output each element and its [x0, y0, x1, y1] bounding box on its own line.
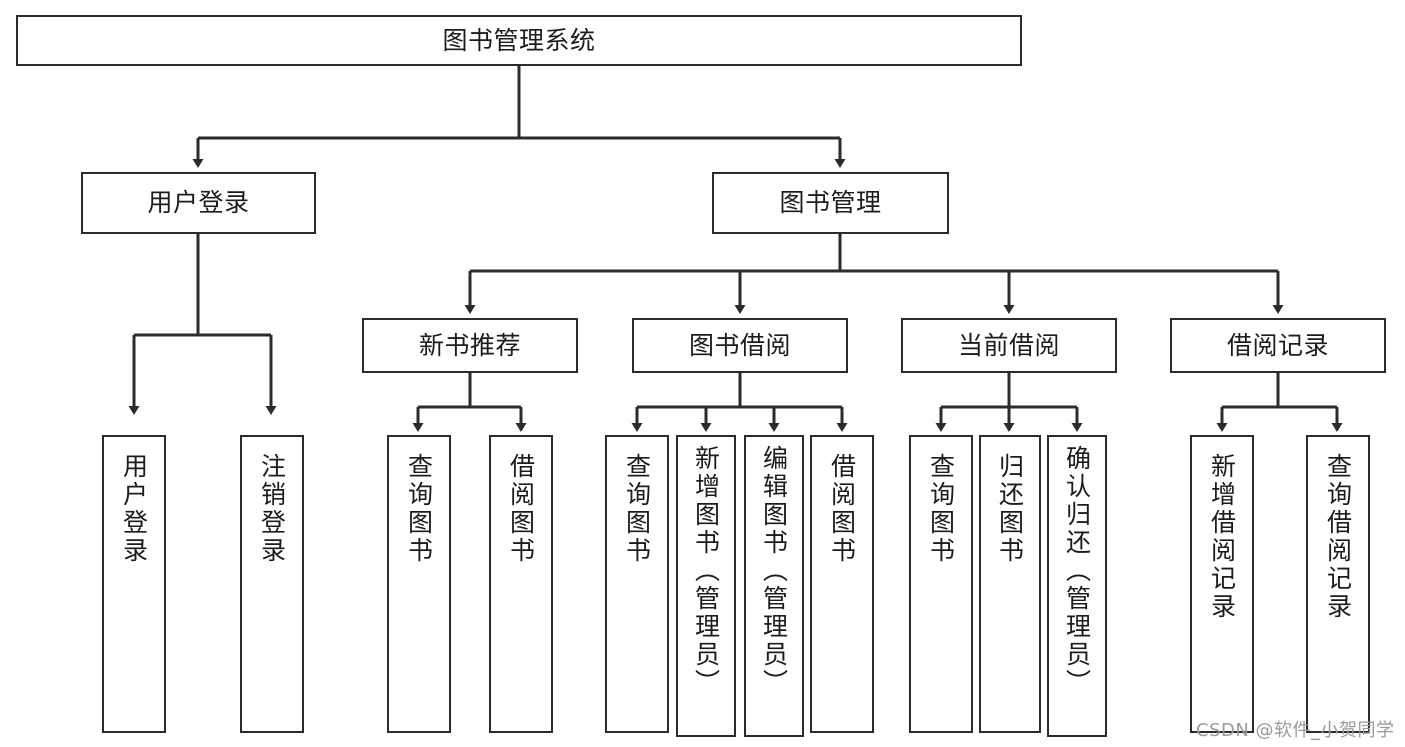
node-label: 借阅图书: [827, 453, 857, 565]
node-leaf-add-book[interactable]: 新增图书（管理员）: [676, 435, 736, 737]
node-leaf-confirm-return[interactable]: 确认归还（管理员）: [1047, 435, 1107, 737]
node-leaf-query-borrow-record[interactable]: 查询借阅记录: [1306, 435, 1370, 733]
node-label: 新书推荐: [418, 330, 521, 360]
node-label: 新增借阅记录: [1207, 453, 1237, 621]
node-leaf-query-book-borrow[interactable]: 查询图书: [605, 435, 669, 733]
node-leaf-borrow-book[interactable]: 借阅图书: [810, 435, 874, 733]
node-label: 查询图书: [404, 453, 434, 565]
node-current-borrow[interactable]: 当前借阅: [901, 318, 1117, 373]
node-root-system[interactable]: 图书管理系统: [16, 15, 1022, 66]
node-label: 用户登录: [119, 453, 149, 565]
node-label: 当前借阅: [957, 330, 1060, 360]
node-label: 图书借阅: [688, 330, 791, 360]
node-label: 借阅记录: [1226, 330, 1329, 360]
node-label: 借阅图书: [506, 453, 536, 565]
node-book-manage[interactable]: 图书管理: [712, 172, 949, 234]
node-user-login[interactable]: 用户登录: [81, 172, 316, 234]
node-leaf-query-book-current[interactable]: 查询图书: [909, 435, 973, 733]
node-leaf-edit-book[interactable]: 编辑图书（管理员）: [744, 435, 804, 737]
node-leaf-return-book[interactable]: 归还图书: [979, 435, 1041, 733]
node-new-book-recommend[interactable]: 新书推荐: [362, 318, 578, 373]
node-label: 注销登录: [257, 453, 287, 565]
node-borrow-record[interactable]: 借阅记录: [1170, 318, 1386, 373]
node-leaf-query-book-recommend[interactable]: 查询图书: [387, 435, 451, 733]
node-label: 查询图书: [926, 453, 956, 565]
node-label: 新增图书（管理员）: [691, 445, 721, 697]
node-label: 图书管理: [779, 188, 882, 218]
node-leaf-borrow-book-recommend[interactable]: 借阅图书: [489, 435, 553, 733]
node-label: 编辑图书（管理员）: [759, 445, 789, 697]
node-book-borrow[interactable]: 图书借阅: [632, 318, 848, 373]
node-label: 查询图书: [622, 453, 652, 565]
node-label: 归还图书: [995, 453, 1025, 565]
node-leaf-add-borrow-record[interactable]: 新增借阅记录: [1190, 435, 1254, 733]
node-leaf-logout[interactable]: 注销登录: [240, 435, 304, 733]
node-label: 图书管理系统: [442, 25, 596, 55]
node-label: 查询借阅记录: [1323, 453, 1353, 621]
csdn-watermark: CSDN @软件_小贺同学: [1196, 720, 1395, 741]
node-leaf-user-login[interactable]: 用户登录: [102, 435, 166, 733]
node-label: 确认归还（管理员）: [1062, 445, 1092, 697]
node-label: 用户登录: [147, 188, 250, 218]
